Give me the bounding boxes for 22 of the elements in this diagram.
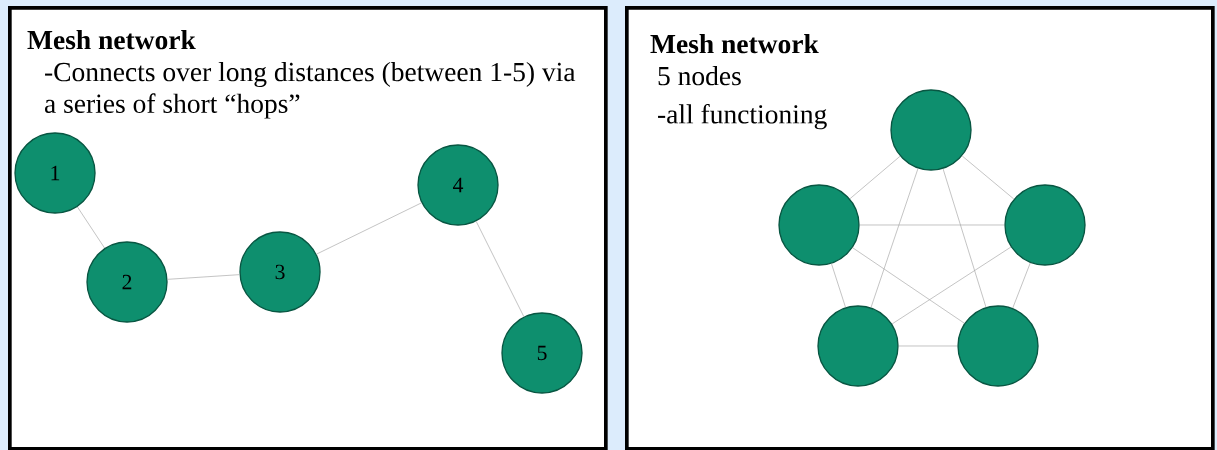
connector-line <box>475 221 525 317</box>
connector-line <box>852 247 965 324</box>
node-circle <box>957 305 1039 387</box>
connector-line <box>961 155 1015 200</box>
description: -Connects over long distances (between 1-5) via a series of short “hops” <box>45 62 576 119</box>
heading: Mesh network <box>27 30 196 50</box>
connector-line <box>849 155 901 200</box>
node-circle <box>1004 184 1086 266</box>
description: 5 nodes <box>658 66 741 86</box>
connector-line <box>1012 262 1031 309</box>
node-circle <box>890 89 972 171</box>
connector-line <box>942 168 987 308</box>
connector-line <box>167 274 240 280</box>
connector-line <box>870 168 919 308</box>
connector-line <box>316 202 422 255</box>
description: -all functioning <box>658 104 827 130</box>
connector-line <box>77 206 105 249</box>
heading: Mesh network <box>650 34 819 54</box>
node-circle <box>778 184 860 266</box>
connector-line <box>891 246 1012 325</box>
node-circle <box>817 305 899 387</box>
connector-line <box>831 263 846 308</box>
